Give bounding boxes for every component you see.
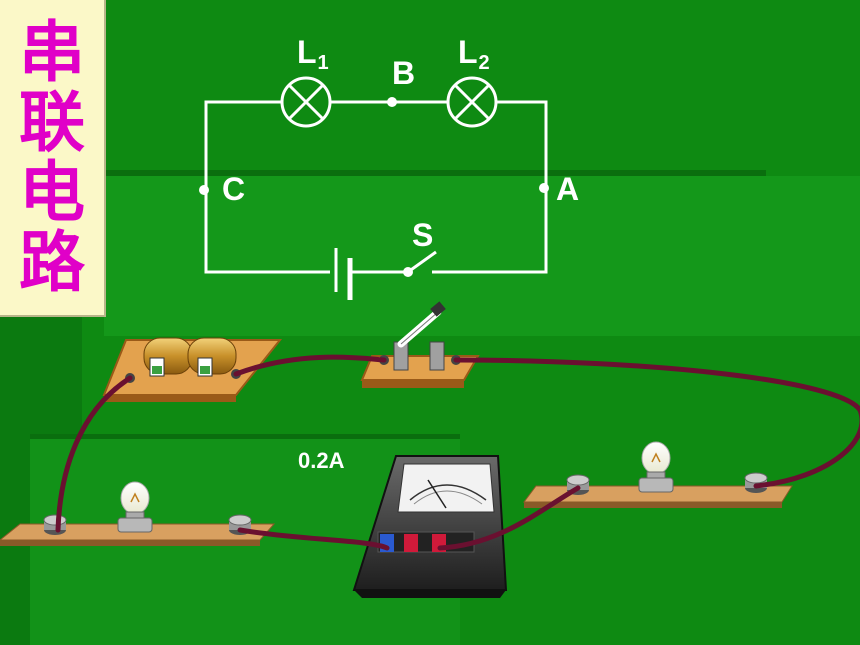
knife-switch	[360, 301, 480, 388]
wire-switch-lamp-right	[453, 357, 860, 489]
physical-wires	[55, 354, 860, 551]
title-char-3: 电	[19, 153, 85, 231]
switch-lever	[407, 250, 437, 274]
bulb-right	[638, 441, 674, 493]
knife-handle	[430, 301, 446, 317]
title-box: 串 联 电 路	[0, 0, 106, 317]
title-char-4: 路	[19, 223, 85, 301]
label-l2-subscript: 2	[478, 52, 490, 74]
point-a-dot	[539, 183, 549, 193]
lamp-board-right	[523, 441, 793, 508]
background-bands	[0, 170, 860, 645]
battery-holder	[102, 337, 283, 402]
ammeter-reading: 0.2A	[298, 448, 345, 473]
ammeter	[352, 455, 508, 598]
label-l2-letter: L	[458, 34, 478, 70]
terminal-left-a	[43, 514, 67, 535]
title-char-2: 联	[19, 83, 85, 161]
junction-dots	[199, 97, 549, 277]
label-l1-letter: L	[297, 34, 317, 70]
label-a: A	[556, 171, 580, 207]
bulb-left	[117, 481, 153, 533]
wire-battery-switch-phys	[233, 354, 387, 377]
title-char-1: 串	[19, 13, 85, 91]
band-line-lower	[30, 434, 460, 439]
wire-battery-lamp-left	[55, 375, 133, 533]
band-dark-line	[104, 170, 766, 176]
wire-ammeter-lamp-right	[437, 485, 581, 551]
point-b-dot	[387, 97, 397, 107]
lamp-l2-symbol	[446, 76, 498, 128]
label-c: C	[222, 171, 246, 207]
lamp-l1-symbol	[280, 76, 332, 128]
point-c-dot	[199, 185, 209, 195]
ammeter-terminal-06	[404, 534, 418, 552]
ammeter-needle	[427, 479, 447, 509]
ammeter-dial-face	[397, 463, 495, 513]
band-light	[104, 176, 860, 336]
wire-lamp-left-ammeter	[237, 527, 390, 551]
label-b: B	[392, 55, 416, 91]
label-l2: L2	[458, 34, 490, 75]
switch-pivot-dot	[403, 267, 413, 277]
label-l1: L1	[297, 34, 329, 75]
label-l1-subscript: 1	[317, 52, 329, 74]
label-s: S	[412, 217, 434, 253]
